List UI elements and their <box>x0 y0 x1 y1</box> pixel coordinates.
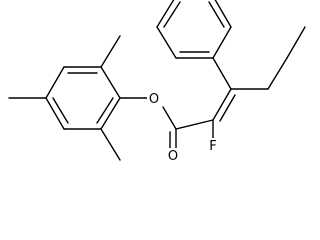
mesityl-ring <box>8 35 121 161</box>
bond <box>156 0 175 28</box>
propyl-bond <box>286 26 306 59</box>
aromatic-inner-bond <box>52 97 69 124</box>
aromatic-inner-bond <box>163 1 181 28</box>
fluorine-label: F <box>209 139 216 154</box>
propyl-bond <box>267 57 288 90</box>
alkene-double-bond <box>219 94 236 122</box>
bond <box>100 66 121 99</box>
carbonyl-oxygen-label: O <box>168 149 178 164</box>
label-background <box>147 91 161 106</box>
ester-oxygen-label: O <box>149 92 159 107</box>
bond <box>100 97 121 130</box>
carbonyl-alkene-bond <box>175 119 214 130</box>
phenyl-ring <box>156 0 232 59</box>
alkene-double-bond <box>212 88 232 121</box>
ester-group <box>119 97 214 151</box>
oxygen-carbonyl-bond <box>162 106 177 130</box>
label-background <box>166 148 180 163</box>
methyl-bond <box>100 35 121 68</box>
methyl-bond <box>100 128 121 161</box>
bond <box>45 97 65 130</box>
aromatic-inner-bond <box>208 1 225 28</box>
structure-diagram: O O F <box>8 0 306 164</box>
bond <box>45 66 65 99</box>
bond <box>156 26 177 59</box>
alkene-phenyl-bond <box>212 57 232 90</box>
atom-labels: O O F <box>147 91 219 164</box>
alkene-group <box>212 26 306 140</box>
bond <box>214 0 232 28</box>
bond <box>212 26 232 59</box>
label-background <box>207 138 219 153</box>
aromatic-inner-bond <box>96 97 114 124</box>
